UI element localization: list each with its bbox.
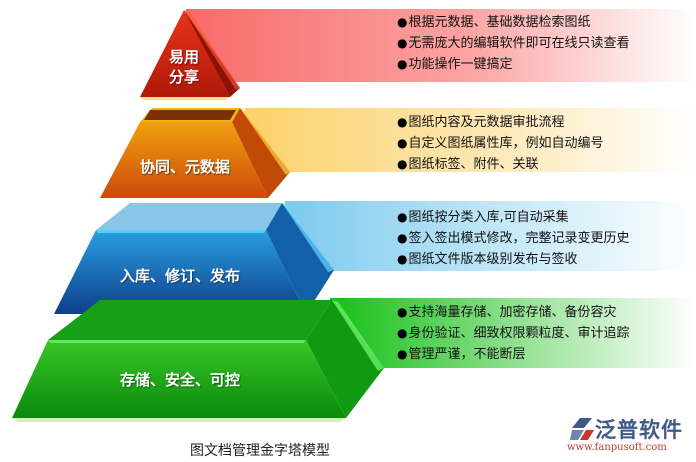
diagram-caption: 图文档管理金字塔模型 xyxy=(190,443,330,459)
bullet-item: 图纸文件版本级别发布与签收 xyxy=(397,249,630,270)
brand-name: 泛普软件 xyxy=(595,418,683,442)
tier-2-label: 协同、元数据 xyxy=(139,158,230,176)
tier-2-bullets: 图纸内容及元数据审批流程 自定义图纸属性库，例如自动编号 图纸标签、附件、关联 xyxy=(397,112,604,175)
bullet-item: 无需庞大的编辑软件即可在线只读查看 xyxy=(397,33,629,54)
bullet-item: 管理严谨，不能断层 xyxy=(397,344,630,365)
bullet-item: 支持海量存储、加密存储、备份容灾 xyxy=(397,302,630,323)
tier-1-label-line-2: 分享 xyxy=(168,68,199,86)
tier-3-bullets: 图纸按分类入库,可自动采集 签入签出模式修改，完整记录变更历史 图纸文件版本级别… xyxy=(397,207,630,270)
tier-1-label-line-1: 易用 xyxy=(168,48,199,66)
bullet-item: 签入签出模式修改，完整记录变更历史 xyxy=(397,228,629,249)
tier-2-shape xyxy=(100,108,290,198)
bullet-item: 图纸按分类入库,可自动采集 xyxy=(397,207,630,228)
bullet-item: 身份验证、细致权限颗粒度、审计追踪 xyxy=(397,323,629,344)
bullet-item: 功能操作一键搞定 xyxy=(397,54,630,75)
tier-4-label: 存储、安全、可控 xyxy=(119,371,240,389)
bullet-item: 自定义图纸属性库，例如自动编号 xyxy=(397,133,603,154)
tier-1-label: 易用 分享 xyxy=(150,47,218,87)
bullet-item: 图纸内容及元数据审批流程 xyxy=(397,112,604,133)
tier-3-label: 入库、修订、发布 xyxy=(119,267,240,285)
fanpu-logo-icon xyxy=(570,418,594,440)
tier-4-bullets: 支持海量存储、加密存储、备份容灾 身份验证、细致权限颗粒度、审计追踪 管理严谨，… xyxy=(397,302,630,365)
bullet-item: 根据元数据、基础数据检索图纸 xyxy=(397,12,630,33)
tier-1-shape xyxy=(140,10,240,100)
tier-1-bullets: 根据元数据、基础数据检索图纸 无需庞大的编辑软件即可在线只读查看 功能操作一键搞… xyxy=(397,12,630,75)
bullet-item: 图纸标签、附件、关联 xyxy=(397,154,604,175)
tier-4-shape xyxy=(12,300,384,422)
brand-url: www.fanpusoft.com xyxy=(567,442,667,453)
tier-3-shape xyxy=(54,203,334,314)
